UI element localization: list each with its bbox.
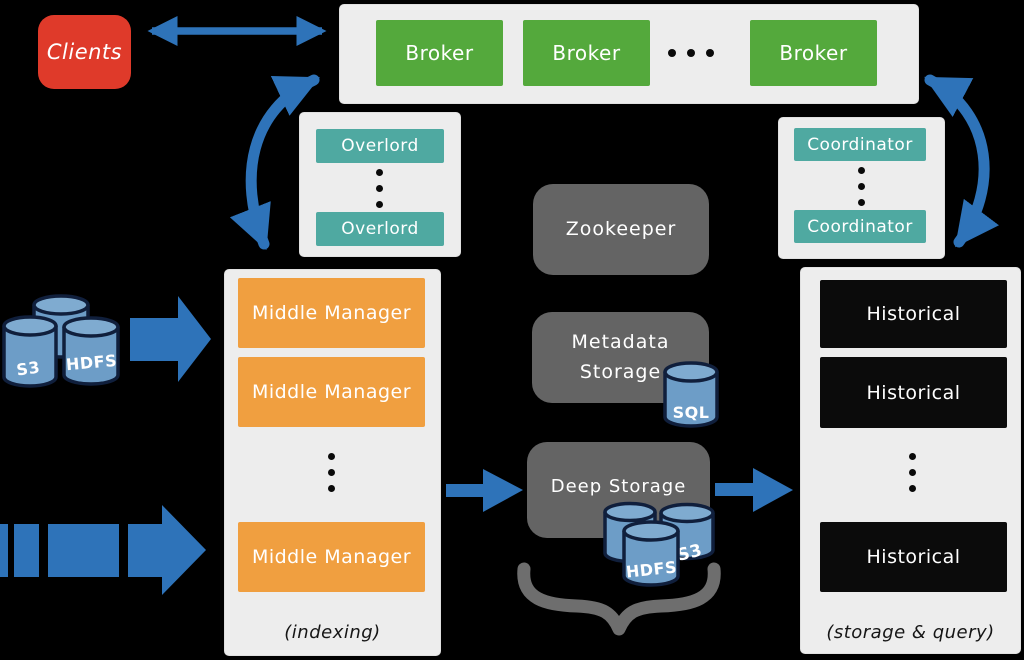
source-hdfs-cylinder-icon: HDFS — [62, 316, 120, 386]
historical-box: Historical — [820, 357, 1007, 428]
broker-label: Broker — [405, 41, 474, 65]
indexing-caption: (indexing) — [284, 622, 381, 643]
coordinator-label: Coordinator — [807, 216, 913, 237]
clients-box: Clients — [38, 15, 131, 89]
middle-manager-box: Middle Manager — [238, 278, 425, 348]
broker-box: Broker — [523, 20, 650, 86]
historical-label: Historical — [866, 546, 961, 568]
coordinator-label: Coordinator — [807, 134, 913, 155]
middle-manager-label: Middle Manager — [251, 381, 412, 403]
deepstorage-historical-arrow — [715, 468, 793, 512]
clients-label: Clients — [46, 40, 123, 64]
deep-storage-label: Deep Storage — [550, 476, 687, 498]
middle-manager-box: Middle Manager — [238, 357, 425, 427]
historical-box: Historical — [820, 280, 1007, 348]
source-cylinders-icon: S3 HDFS — [2, 294, 120, 388]
hdfs-cylinder-icon: HDFS — [622, 520, 680, 587]
broker-label: Broker — [552, 41, 621, 65]
storage-query-caption: (storage & query) — [826, 622, 995, 643]
middle-manager-box: Middle Manager — [238, 522, 425, 592]
stream-middlemanager-arrow — [0, 505, 206, 595]
middle-manager-label: Middle Manager — [251, 546, 412, 568]
zookeeper-box: Zookeeper — [533, 184, 709, 275]
historical-label: Historical — [866, 303, 961, 325]
historical-label: Historical — [866, 381, 961, 404]
metadata-storage-label: Metadata — [571, 331, 670, 354]
source-hdfs-label: HDFS — [65, 351, 118, 374]
source-s3-label: S3 — [15, 357, 41, 379]
sql-cylinder-icon: SQL — [663, 361, 719, 428]
source-s3-cylinder-icon: S3 — [2, 315, 58, 388]
historical-box: Historical — [820, 522, 1007, 592]
overlord-label: Overlord — [341, 219, 419, 239]
source-middlemanager-arrow — [130, 296, 211, 382]
overlord-box: Overlord — [316, 212, 444, 246]
middlemanager-deepstorage-arrow — [446, 469, 523, 512]
zookeeper-label: Zookeeper — [565, 217, 677, 240]
historical-ellipsis-icon — [909, 453, 916, 492]
middle-manager-label: Middle Manager — [251, 302, 412, 324]
overlord-ellipsis-icon — [376, 169, 383, 208]
broker-box: Broker — [376, 20, 503, 86]
middle-manager-ellipsis-icon — [328, 453, 335, 492]
broker-label: Broker — [779, 41, 848, 65]
broker-box: Broker — [750, 20, 877, 86]
coordinator-ellipsis-icon — [858, 167, 865, 206]
coordinator-box: Coordinator — [794, 128, 926, 161]
metadata-storage-label: Storage — [579, 360, 662, 383]
coordinator-box: Coordinator — [794, 210, 926, 243]
sql-label: SQL — [673, 403, 710, 422]
broker-ellipsis-icon — [668, 49, 714, 57]
overlord-box: Overlord — [316, 129, 444, 163]
deep-storage-cylinders-icon: S3 HDFS — [603, 501, 715, 587]
overlord-label: Overlord — [341, 136, 419, 156]
